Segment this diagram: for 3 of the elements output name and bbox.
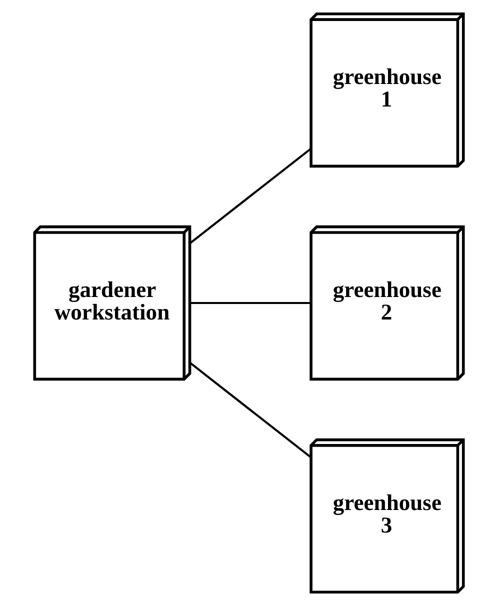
connector [190, 302, 312, 304]
connector [189, 362, 312, 458]
connector [189, 148, 312, 244]
